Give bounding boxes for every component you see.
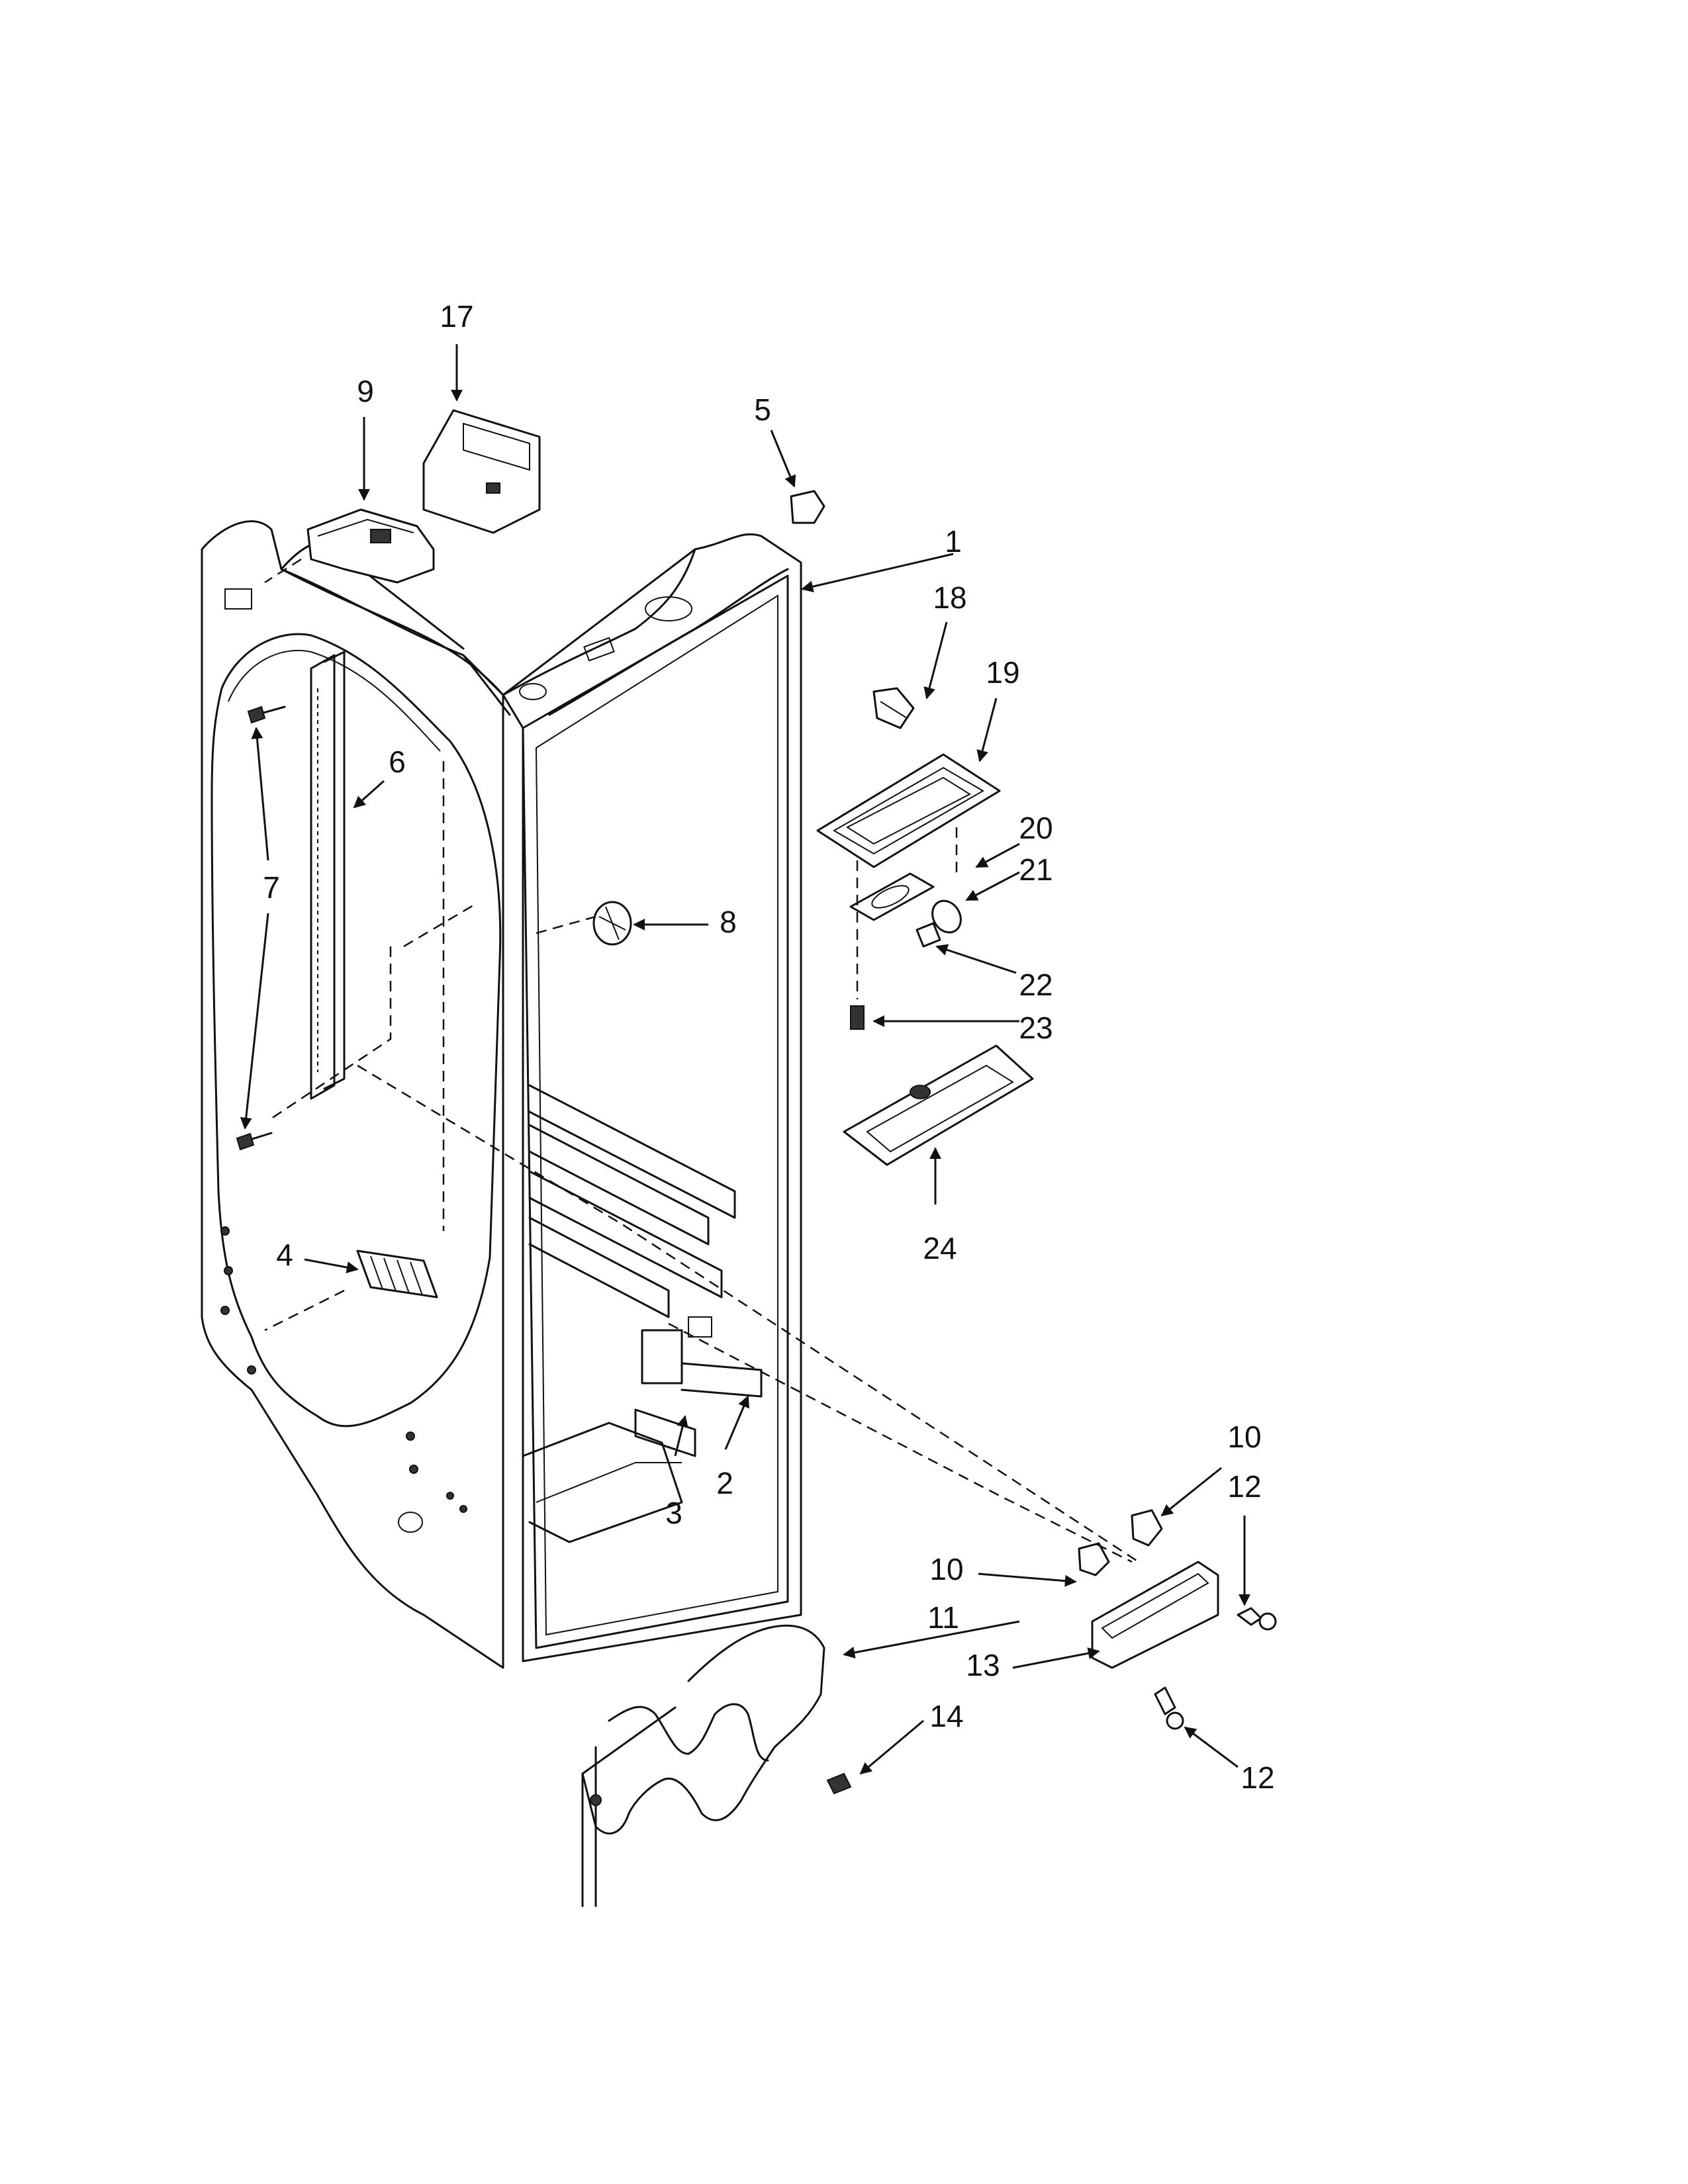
callout-12-upper: 12 bbox=[1227, 1469, 1261, 1504]
callout-2: 2 bbox=[716, 1466, 733, 1500]
shelf-ladder bbox=[310, 651, 346, 1100]
callout-7: 7 bbox=[263, 870, 280, 905]
light-socket bbox=[915, 922, 941, 948]
callout-22: 22 bbox=[1019, 968, 1053, 1002]
screw-upper bbox=[247, 705, 286, 724]
callout-10-upper: 10 bbox=[1227, 1420, 1261, 1454]
air-damper-housing bbox=[306, 508, 435, 584]
light-housing bbox=[816, 753, 1001, 868]
light-lens-bracket bbox=[843, 1044, 1034, 1166]
callout-9: 9 bbox=[357, 374, 374, 408]
water-valve-cover bbox=[1091, 1561, 1219, 1669]
callout-21: 21 bbox=[1019, 852, 1053, 887]
callout-19: 19 bbox=[986, 655, 1019, 690]
shelf-support-disc bbox=[592, 901, 632, 946]
callout-17: 17 bbox=[440, 299, 473, 334]
light-bulb bbox=[931, 899, 962, 934]
callout-8: 8 bbox=[720, 905, 737, 939]
callout-5: 5 bbox=[754, 392, 771, 427]
cabinet-liner bbox=[201, 520, 802, 1669]
defrost-heater-coil bbox=[581, 1624, 852, 1907]
callout-6: 6 bbox=[389, 745, 406, 779]
clip-top bbox=[790, 490, 825, 524]
callout-13: 13 bbox=[966, 1648, 1000, 1682]
wire-connector bbox=[872, 687, 915, 729]
callout-24: 24 bbox=[923, 1231, 957, 1265]
callout-18: 18 bbox=[933, 580, 966, 615]
leader-lines bbox=[240, 344, 1250, 1775]
damper-cover bbox=[422, 409, 541, 534]
callout-20: 20 bbox=[1019, 811, 1053, 845]
callout-12-lower: 12 bbox=[1241, 1760, 1274, 1795]
vent-grille bbox=[356, 1250, 438, 1298]
callout-23: 23 bbox=[1019, 1011, 1053, 1045]
callout-11: 11 bbox=[927, 1600, 959, 1635]
callout-1: 1 bbox=[945, 524, 962, 559]
light-screw bbox=[850, 1005, 865, 1030]
callout-10-lower: 10 bbox=[929, 1552, 963, 1586]
callout-labels: 1 2 3 4 5 6 7 8 9 10 10 11 12 12 13 14 1… bbox=[263, 299, 1274, 1795]
callout-4: 4 bbox=[276, 1238, 293, 1272]
callout-3: 3 bbox=[665, 1496, 682, 1530]
callout-14: 14 bbox=[929, 1699, 963, 1733]
screw-lower bbox=[236, 1132, 273, 1151]
screw-right-lower bbox=[1154, 1686, 1184, 1730]
clip-upper-right bbox=[1131, 1509, 1163, 1547]
clip-lower-left bbox=[1078, 1542, 1110, 1576]
screw-right bbox=[1237, 1607, 1277, 1631]
assembly-dash-lines bbox=[264, 558, 1139, 1563]
light-shield bbox=[849, 872, 935, 921]
